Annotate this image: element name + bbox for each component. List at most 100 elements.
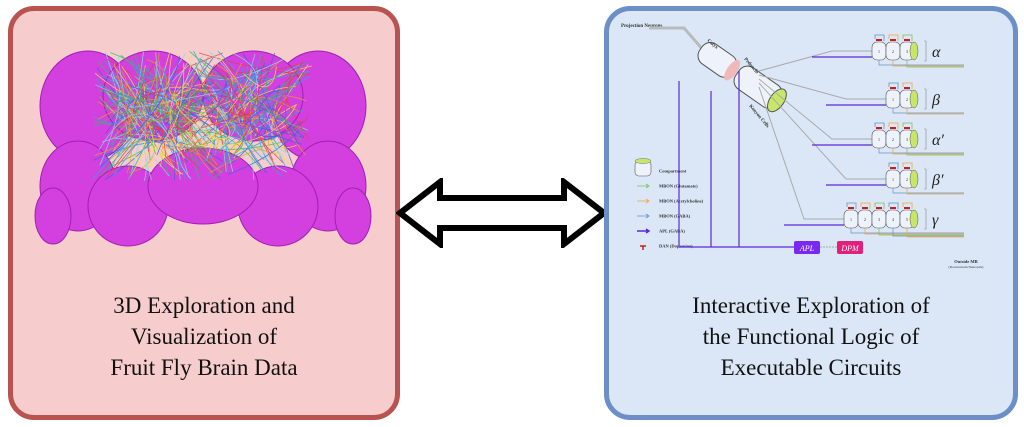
- neuron-strand: [179, 56, 209, 88]
- neuron-strand: [98, 89, 201, 153]
- neuron-strand: [173, 88, 213, 118]
- legend-item-label: MBON (GABA): [659, 214, 691, 219]
- neuron-strand: [130, 59, 181, 144]
- left-caption: 3D Exploration and Visualization of Frui…: [13, 290, 395, 383]
- compartment-number: 1: [878, 49, 880, 54]
- neuron-strand: [199, 114, 251, 130]
- neuron-strand: [125, 86, 160, 104]
- neuron-strand: [143, 91, 222, 116]
- neuron-strand: [146, 155, 170, 180]
- right-panel: Projection Neurons Calyx Peduncle Kenyon…: [604, 6, 1018, 420]
- right-caption: Interactive Exploration of the Functiona…: [609, 290, 1013, 383]
- neuron-strand: [93, 141, 223, 162]
- neuron-strand: [263, 121, 304, 140]
- lobe-label: γ: [932, 212, 939, 229]
- compartment-number: 3: [878, 217, 880, 222]
- lobe-label: α′: [932, 132, 944, 149]
- neuron-strand: [169, 54, 193, 159]
- neuron-strand: [210, 69, 253, 118]
- neuron-strand: [115, 75, 155, 174]
- neuron-strand: [100, 55, 181, 167]
- neuron-strand: [258, 85, 302, 145]
- neuron-strand: [274, 61, 303, 112]
- compartment-number: 2: [892, 137, 894, 142]
- compartment-number: 5: [906, 217, 908, 222]
- legend-item-label: Compartment: [659, 169, 687, 174]
- neuron-strand: [241, 108, 299, 145]
- neuron-strand: [203, 50, 242, 86]
- neuron-strand: [106, 58, 144, 130]
- neuron-strand: [116, 52, 223, 90]
- neuron-strand: [207, 133, 284, 177]
- neuron-strand: [187, 70, 275, 113]
- neuron-strand: [113, 65, 155, 170]
- neuron-strand: [116, 72, 213, 125]
- compartment-number: 2: [864, 217, 866, 222]
- neuron-strand: [101, 138, 156, 176]
- neuron-strand: [228, 129, 300, 175]
- compartment-number: 2: [906, 97, 908, 102]
- neuron-strand: [168, 55, 197, 96]
- caption-line: Executable Circuits: [720, 355, 902, 380]
- neuron-strand: [191, 84, 219, 161]
- neuron-strand: [228, 84, 281, 166]
- compartment-number: 3: [906, 137, 908, 142]
- neuron-strand: [173, 76, 184, 180]
- dpm-label: DPM: [840, 244, 860, 253]
- neuron-strand: [284, 72, 309, 131]
- neuron-strand: [198, 104, 298, 147]
- neuron-strand: [182, 103, 215, 127]
- outside-mb-label: Outside MB: [954, 259, 977, 264]
- caption-line: 3D Exploration and: [113, 293, 295, 318]
- neuron-strand: [242, 53, 295, 170]
- neuron-strand: [190, 63, 242, 153]
- neuron-strand: [274, 147, 291, 157]
- neuron-strand: [94, 67, 158, 156]
- compartment-number: 4: [892, 217, 894, 222]
- neuron-strand: [186, 105, 303, 142]
- neuron-strand: [132, 92, 152, 117]
- neuron-strand: [271, 102, 297, 149]
- neuron-strand: [98, 113, 181, 160]
- neuron-strand: [158, 61, 171, 115]
- neuron-strand: [176, 96, 222, 144]
- neuron-strand: [223, 140, 234, 173]
- caption-line: Interactive Exploration of: [692, 293, 930, 318]
- neuron-strand: [102, 59, 122, 166]
- neuron-strand: [154, 61, 189, 178]
- neuron-strand: [249, 120, 282, 137]
- neuron-strand: [169, 122, 185, 151]
- compartment-number: 1: [878, 137, 880, 142]
- compartment-number: 2: [892, 49, 894, 54]
- neuron-strand: [126, 79, 158, 144]
- neuron-strand: [144, 59, 167, 130]
- neuron-strand: [189, 51, 307, 134]
- neuron-strand: [140, 72, 185, 122]
- neuron-strand: [232, 62, 243, 85]
- neuron-strand: [167, 126, 201, 169]
- compartment-number: 2: [906, 177, 908, 182]
- neuron-strand: [153, 94, 221, 135]
- neuron-strand: [105, 90, 127, 108]
- caption-line: the Functional Logic of: [702, 324, 920, 349]
- neuron-strand: [250, 122, 266, 180]
- mushroom-body-circuit-diagram: Projection Neurons Calyx Peduncle Kenyon…: [621, 24, 985, 269]
- neuron-strand: [113, 63, 132, 174]
- apl-label: APL: [799, 244, 815, 253]
- compartment-number: 1: [850, 217, 852, 222]
- neuron-strand: [199, 58, 227, 93]
- neuron-strand: [140, 119, 187, 165]
- neuron-strand: [144, 78, 207, 142]
- neuron-strand: [193, 50, 265, 161]
- compartment-number: 3: [906, 49, 908, 54]
- neuron-strand: [199, 56, 263, 116]
- neuron-strand: [93, 85, 133, 124]
- neuron-strand: [196, 88, 295, 167]
- neuron-strand: [115, 86, 188, 114]
- outside-mb-sublabel: (Downstream Neuropils): [949, 265, 985, 269]
- neuron-strand: [233, 53, 257, 110]
- neuron-strand: [101, 104, 138, 143]
- projection-neurons-label: Projection Neurons: [621, 24, 662, 29]
- neuron-strand: [186, 94, 264, 171]
- neuron-strand: [121, 66, 147, 180]
